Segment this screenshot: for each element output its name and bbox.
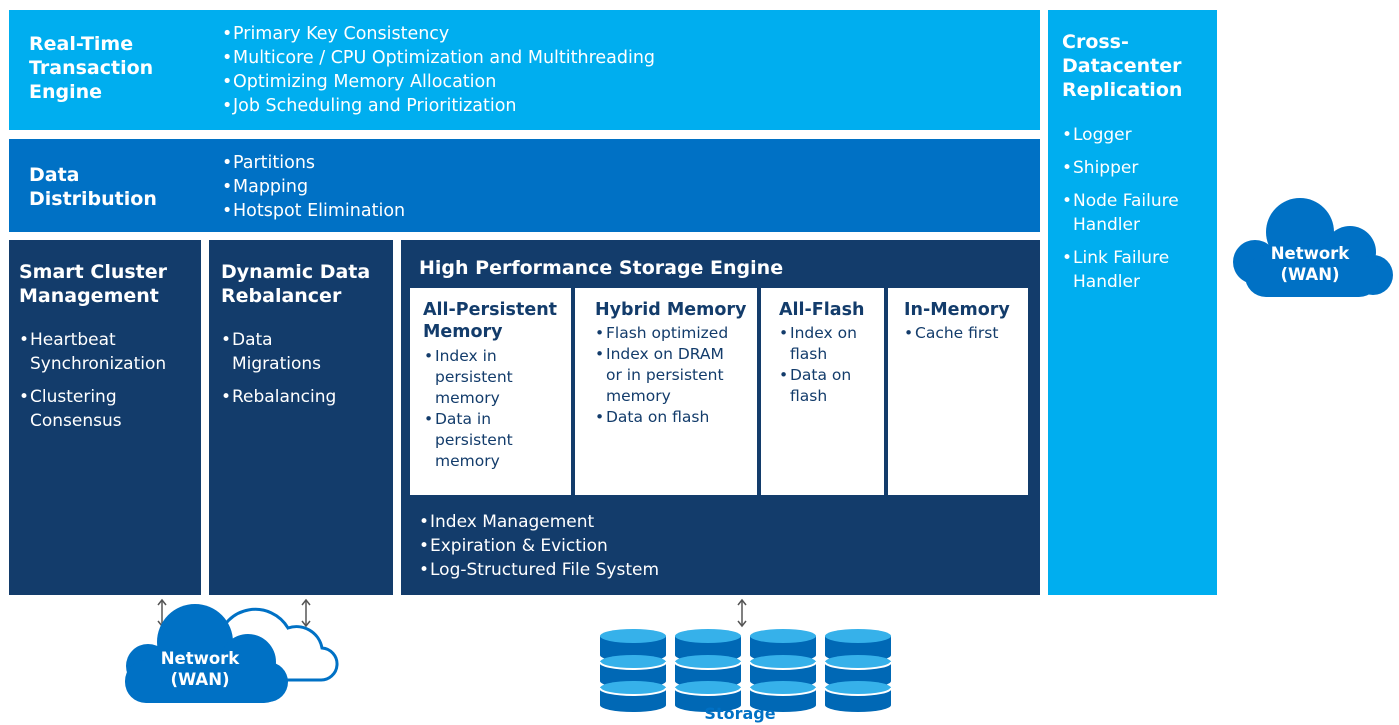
list-item: Cache first <box>904 323 998 344</box>
card-list: Flash optimizedIndex on DRAM or in persi… <box>595 323 728 428</box>
cluster-title: Smart Cluster Management <box>19 261 168 307</box>
card-hybrid-memory: Hybrid Memory Flash optimizedIndex on DR… <box>575 288 757 495</box>
storage-disk-icon <box>674 629 742 712</box>
storage-disk-icon <box>749 629 817 712</box>
list-item: Hotspot Elimination <box>222 199 405 223</box>
storage-label: Storage <box>704 704 776 723</box>
xdr-list: LoggerShipperNode Failure HandlerLink Fa… <box>1062 123 1179 303</box>
list-item: Logger <box>1062 123 1179 147</box>
rtte-panel: Real-Time Transaction Engine Primary Key… <box>9 10 1040 130</box>
list-item: Flash optimized <box>595 323 728 344</box>
storage-disk-icon <box>599 629 667 712</box>
list-item: Heartbeat Synchronization <box>19 328 166 376</box>
rebalancer-network-arrow <box>301 598 311 628</box>
list-item: Clustering Consensus <box>19 385 166 433</box>
list-item: Multicore / CPU Optimization and Multith… <box>222 46 655 70</box>
list-item: Data on flash <box>595 407 728 428</box>
card-all-persistent-memory: All-Persistent Memory Index in persisten… <box>410 288 571 495</box>
list-item: Data on flash <box>779 365 857 407</box>
storage-engine-title: High Performance Storage Engine <box>419 257 784 279</box>
list-item: Primary Key Consistency <box>222 22 655 46</box>
storage-engine-panel: High Performance Storage Engine All-Pers… <box>401 240 1040 595</box>
distribution-title: Data Distribution <box>29 164 157 210</box>
list-item: Index on DRAM or in persistent memory <box>595 344 728 407</box>
cluster-panel: Smart Cluster Management Heartbeat Synch… <box>9 240 201 595</box>
list-item: Data in persistent memory <box>424 409 513 472</box>
card-list: Cache first <box>904 323 998 344</box>
list-item: Data Migrations <box>221 328 336 376</box>
network-bottom-label: Network (WAN) <box>160 649 240 689</box>
storage-engine-features-list: Index ManagementExpiration & EvictionLog… <box>419 510 659 582</box>
rtte-list: Primary Key ConsistencyMulticore / CPU O… <box>222 22 655 118</box>
network-right-label: Network (WAN) <box>1270 244 1350 284</box>
rtte-title: Real-Time Transaction Engine <box>29 33 154 103</box>
list-item: Mapping <box>222 175 405 199</box>
rebalancer-list: Data MigrationsRebalancing <box>221 328 336 418</box>
list-item: Job Scheduling and Prioritization <box>222 94 655 118</box>
distribution-panel: Data Distribution PartitionsMappingHotsp… <box>9 139 1040 232</box>
card-title: All-Persistent Memory <box>423 300 558 342</box>
card-title: In-Memory <box>904 300 1010 320</box>
card-in-memory: In-Memory Cache first <box>888 288 1028 495</box>
list-item: Shipper <box>1062 156 1179 180</box>
storage-disks-icon <box>599 629 892 712</box>
network-cloud-bottom-icon <box>125 604 288 703</box>
rebalancer-panel: Dynamic Data Rebalancer Data MigrationsR… <box>209 240 393 595</box>
storage-engine-arrow <box>737 598 747 628</box>
list-item: Log-Structured File System <box>419 558 659 582</box>
card-title: Hybrid Memory <box>595 300 747 320</box>
cluster-list: Heartbeat SynchronizationClustering Cons… <box>19 328 166 442</box>
network-cloud-right-icon <box>1233 198 1393 297</box>
list-item: Optimizing Memory Allocation <box>222 70 655 94</box>
card-title: All-Flash <box>779 300 865 320</box>
card-all-flash: All-Flash Index on flashData on flash <box>761 288 884 495</box>
storage-disk-icon <box>824 629 892 712</box>
xdr-panel: Cross- Datacenter Replication LoggerShip… <box>1048 10 1217 595</box>
list-item: Partitions <box>222 151 405 175</box>
list-item: Link Failure Handler <box>1062 246 1179 294</box>
list-item: Index in persistent memory <box>424 346 513 409</box>
list-item: Node Failure Handler <box>1062 189 1179 237</box>
list-item: Index on flash <box>779 323 857 365</box>
distribution-list: PartitionsMappingHotspot Elimination <box>222 151 405 223</box>
list-item: Rebalancing <box>221 385 336 409</box>
list-item: Expiration & Eviction <box>419 534 659 558</box>
card-list: Index in persistent memoryData in persis… <box>424 346 513 472</box>
card-list: Index on flashData on flash <box>779 323 857 407</box>
rebalancer-title: Dynamic Data Rebalancer <box>221 261 371 307</box>
list-item: Index Management <box>419 510 659 534</box>
xdr-title: Cross- Datacenter Replication <box>1062 31 1183 101</box>
